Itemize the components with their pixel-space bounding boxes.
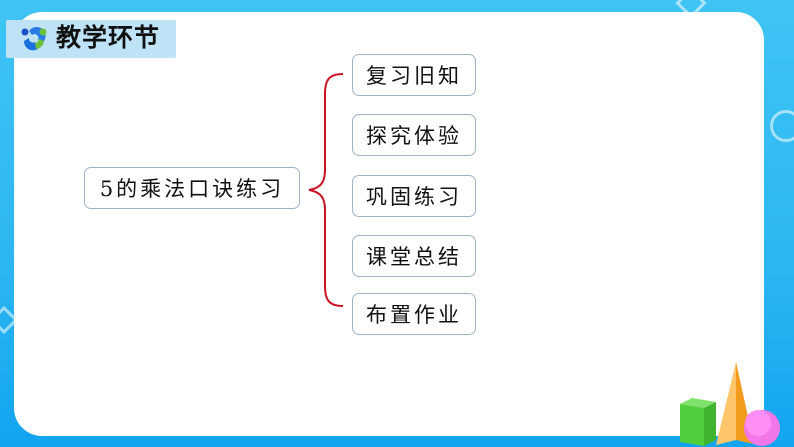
sphere-icon <box>744 410 780 446</box>
mindmap-child-node: 布置作业 <box>352 293 476 335</box>
child-label: 课堂总结 <box>366 245 462 269</box>
mindmap-child-node: 巩固练习 <box>352 175 476 217</box>
mindmap-child-node: 复习旧知 <box>352 54 476 96</box>
brand-logo-icon <box>21 27 47 51</box>
root-label: 5的乘法口诀练习 <box>99 177 285 201</box>
title-tab <box>6 20 176 58</box>
child-label: 复习旧知 <box>366 64 462 88</box>
curly-brace-connector <box>308 73 344 307</box>
child-label: 布置作业 <box>366 303 462 327</box>
mindmap-child-node: 课堂总结 <box>352 235 476 277</box>
mindmap-root-node: 5的乘法口诀练习 <box>84 167 300 209</box>
child-label: 巩固练习 <box>366 185 462 209</box>
geometric-shapes-decoration <box>680 362 780 446</box>
cube-icon <box>680 398 716 446</box>
page-title: 教学环节 <box>56 23 161 52</box>
bg-decoration <box>770 110 794 142</box>
child-label: 探究体验 <box>366 124 462 148</box>
mindmap-child-node: 探究体验 <box>352 114 476 156</box>
